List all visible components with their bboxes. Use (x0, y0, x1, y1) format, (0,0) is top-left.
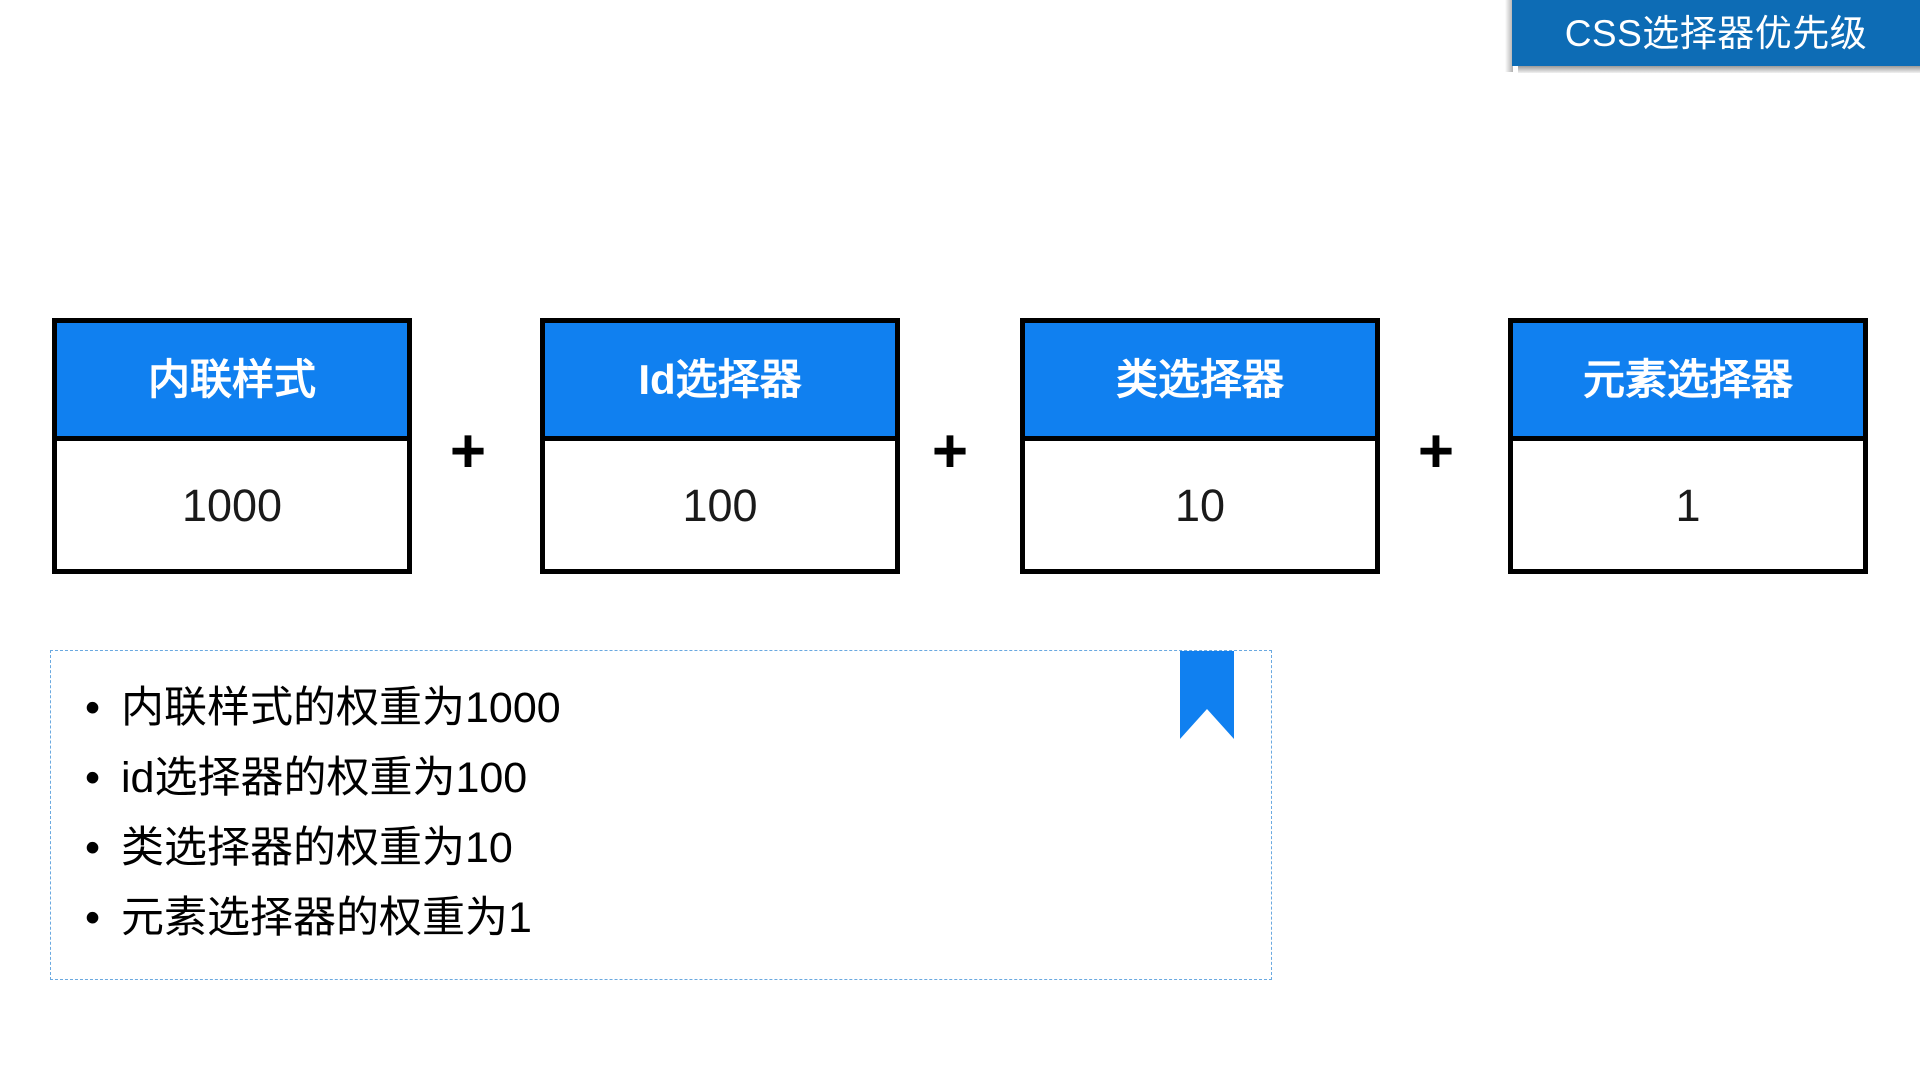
notes-list: • 内联样式的权重为1000 • id选择器的权重为100 • 类选择器的权重为… (51, 651, 1271, 953)
selector-box-class: 类选择器 10 (1020, 318, 1380, 574)
plus-operator-1: + (449, 417, 487, 486)
list-item: • id选择器的权重为100 (79, 743, 1271, 813)
bookmark-icon (1180, 651, 1234, 739)
selector-box-inline-style: 内联样式 1000 (52, 318, 412, 574)
list-item-label: id选择器的权重为100 (121, 754, 528, 802)
selector-box-title: Id选择器 (638, 355, 802, 403)
selector-box-body: 1 (1513, 441, 1863, 569)
plus-operator-3: + (1417, 417, 1455, 486)
selector-box-element: 元素选择器 1 (1508, 318, 1868, 574)
specificity-formula-row: 内联样式 1000 + Id选择器 100 + 类选择器 10 + 元素选择器 … (0, 318, 1920, 576)
selector-box-id: Id选择器 100 (540, 318, 900, 574)
plus-operator-2: + (931, 417, 969, 486)
title-banner: CSS选择器优先级 (1512, 0, 1920, 66)
selector-box-header: 类选择器 (1025, 323, 1375, 441)
selector-box-weight: 10 (1174, 479, 1226, 531)
selector-box-body: 10 (1025, 441, 1375, 569)
list-item: • 内联样式的权重为1000 (79, 673, 1271, 743)
notes-panel: • 内联样式的权重为1000 • id选择器的权重为100 • 类选择器的权重为… (50, 650, 1272, 980)
title-banner-shadow (1518, 66, 1920, 73)
bullet-marker: • (85, 754, 101, 802)
list-item: • 元素选择器的权重为1 (79, 883, 1271, 953)
list-item-label: 元素选择器的权重为1 (121, 894, 532, 942)
selector-box-body: 100 (545, 441, 895, 569)
bullet-marker: • (85, 684, 101, 732)
selector-box-header: 内联样式 (57, 323, 407, 441)
bullet-marker: • (85, 894, 101, 942)
page-title: CSS选择器优先级 (1564, 12, 1868, 54)
selector-box-weight: 1000 (181, 479, 283, 531)
selector-box-body: 1000 (57, 441, 407, 569)
bullet-marker: • (85, 824, 101, 872)
list-item-label: 类选择器的权重为10 (121, 824, 513, 872)
selector-box-header: Id选择器 (545, 323, 895, 441)
selector-box-header: 元素选择器 (1513, 323, 1863, 441)
list-item: • 类选择器的权重为10 (79, 813, 1271, 883)
title-banner-left-shadow (1505, 0, 1513, 72)
selector-box-weight: 1 (1675, 479, 1701, 531)
selector-box-title: 元素选择器 (1582, 355, 1793, 403)
selector-box-title: 类选择器 (1115, 355, 1284, 403)
selector-box-title: 内联样式 (147, 355, 316, 403)
selector-box-weight: 100 (682, 479, 758, 531)
list-item-label: 内联样式的权重为1000 (121, 684, 561, 732)
